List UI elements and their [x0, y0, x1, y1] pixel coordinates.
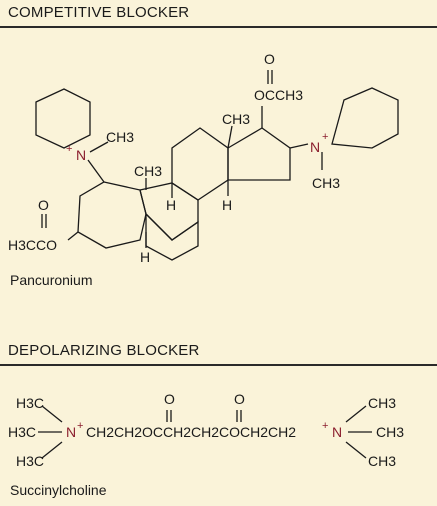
ring-methyl-b-label: CH3 — [222, 111, 250, 127]
left-piperidine-ring — [35, 88, 91, 149]
n2-label: N — [310, 139, 320, 155]
h-label-3: H — [140, 249, 150, 265]
n1-charge: + — [66, 143, 72, 155]
n1-label: N — [76, 147, 86, 163]
left-methyl-bottom-bond — [41, 441, 63, 459]
n2-steroid-bond — [289, 143, 309, 149]
right-methyl-top-bond — [345, 405, 367, 423]
acetate-bottom-o-label: O — [38, 197, 49, 213]
left-methyl-top-bond — [41, 405, 63, 423]
n1-methyl-label: CH3 — [106, 129, 134, 145]
right-methyl-top: CH3 — [368, 395, 396, 411]
right-methyl-mid: CH3 — [376, 424, 404, 440]
left-n-charge: + — [77, 420, 83, 432]
section-divider — [0, 364, 437, 366]
competitive-blocker-title: COMPETITIVE BLOCKER — [8, 4, 190, 21]
n1-methyl-bond — [89, 141, 109, 153]
pancuronium-caption: Pancuronium — [10, 272, 93, 288]
left-methyl-top: H3C — [16, 395, 44, 411]
left-methyl-mid: H3C — [8, 424, 36, 440]
ring-methyl-a-label: CH3 — [134, 163, 162, 179]
succinylcholine-caption: Succinylcholine — [10, 482, 107, 498]
carbonyl-o-1: O — [164, 391, 175, 407]
acetate-top-o-label: O — [264, 51, 275, 67]
n2-charge: + — [322, 131, 328, 143]
depolarizing-blocker-title: DEPOLARIZING BLOCKER — [8, 342, 200, 359]
n1-steroid-bond — [87, 159, 105, 183]
n2-methyl-label: CH3 — [312, 175, 340, 191]
acetate-top-label: OCCH3 — [254, 87, 303, 103]
right-n-label: N — [332, 424, 342, 440]
steroid-ring-d — [227, 127, 291, 181]
acetate-bottom-bond — [67, 231, 79, 241]
carbonyl-o-2: O — [234, 391, 245, 407]
methyl-b-bond — [227, 125, 233, 149]
left-n-label: N — [66, 424, 76, 440]
h-label-1: H — [166, 197, 176, 213]
right-methyl-bottom: CH3 — [368, 453, 396, 469]
right-piperidine-ring — [331, 87, 399, 149]
right-n-charge: + — [322, 420, 328, 432]
left-methyl-bottom: H3C — [16, 453, 44, 469]
acetate-bottom-label: H3CCO — [8, 237, 57, 253]
h-label-2: H — [222, 197, 232, 213]
succinyl-chain: CH2CH2OCCH2CH2COCH2CH2 — [86, 424, 296, 440]
section-divider — [0, 26, 437, 28]
right-methyl-bottom-bond — [345, 441, 367, 459]
